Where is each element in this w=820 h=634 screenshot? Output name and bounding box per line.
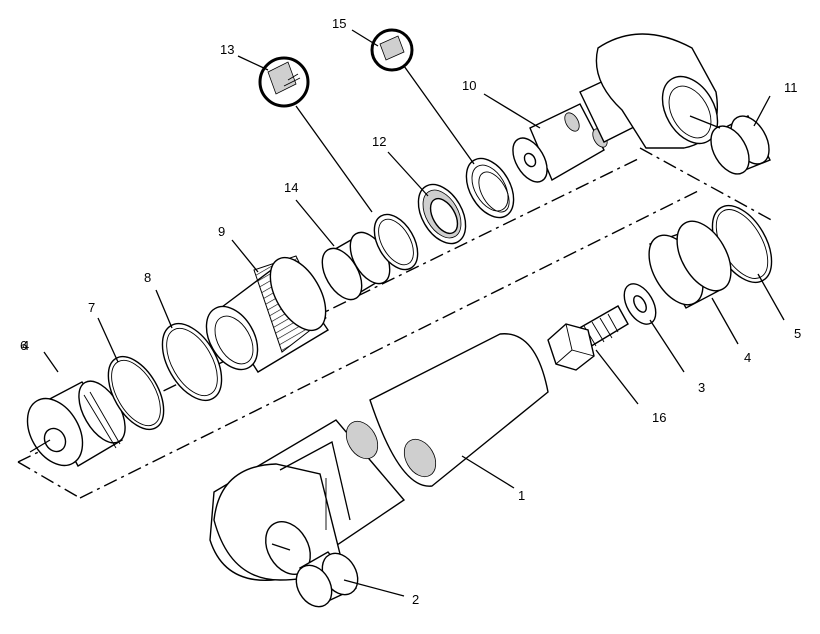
part-6-end-cap <box>26 380 126 467</box>
detail-circle-15 <box>370 28 414 72</box>
callout-labels: 6 4 7 8 9 14 13 12 15 10 11 5 4 3 16 1 2 <box>20 16 801 607</box>
callout-13: 13 <box>220 42 234 57</box>
detail-circle-13 <box>258 56 310 108</box>
callout-8: 8 <box>144 270 151 285</box>
part-4-sleeve <box>648 220 732 309</box>
callout-14: 14 <box>284 180 298 195</box>
part-9-piston <box>205 255 329 373</box>
callout-11: 11 <box>784 80 798 95</box>
part-1-cylinder-barrel <box>209 333 549 582</box>
callout-1: 1 <box>518 488 525 503</box>
part-13-seal-ring <box>373 213 419 271</box>
callout-2: 2 <box>412 592 419 607</box>
part-14-bearing-sleeve <box>321 231 391 301</box>
part-16-bolt <box>547 305 629 371</box>
part-12-rod-seal <box>417 183 467 245</box>
callout-10: 10 <box>462 78 476 93</box>
callout-4: 4 <box>744 350 751 365</box>
callout-6: 6 <box>20 338 27 353</box>
callout-4-overlap: 4 <box>22 338 29 353</box>
callout-9: 9 <box>218 224 225 239</box>
callout-5: 5 <box>794 326 801 341</box>
part-15-wiper-seal <box>465 157 515 219</box>
callout-7: 7 <box>88 300 95 315</box>
callout-12: 12 <box>372 134 386 149</box>
callout-15: 15 <box>332 16 346 31</box>
part-3-washer <box>623 283 657 325</box>
callout-3: 3 <box>698 380 705 395</box>
callout-16: 16 <box>652 410 666 425</box>
part-10-piston-rod <box>512 33 719 183</box>
part-2-pin-bushing <box>295 551 359 608</box>
leader-lines <box>29 29 785 597</box>
